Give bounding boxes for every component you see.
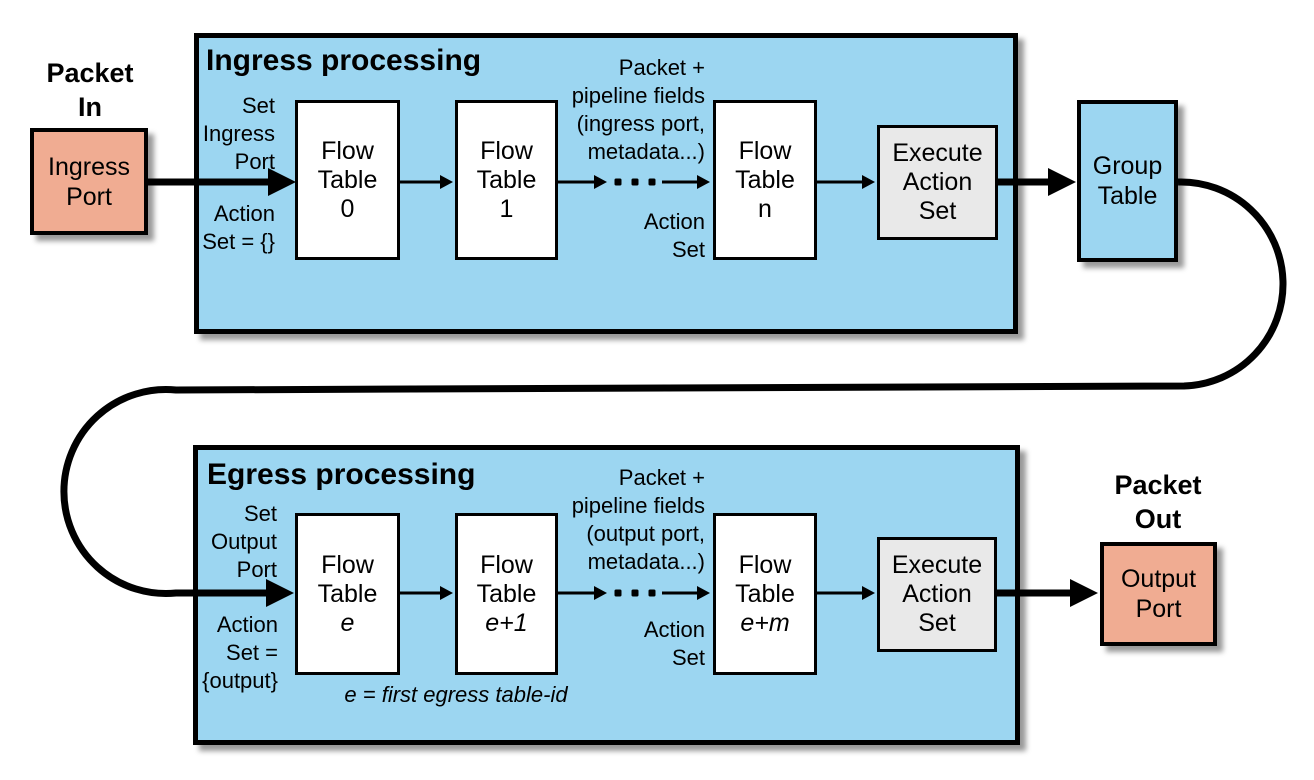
- egress-execute-action-set-label: Execute Action Set: [891, 551, 983, 637]
- ingress-title: Ingress processing: [206, 44, 482, 77]
- output-port-box-label: Output Port: [1120, 565, 1197, 623]
- flow-table-0-box: Flow Table 0: [295, 100, 400, 260]
- flow-table-e-box: Flow Table e: [295, 513, 400, 675]
- set-ingress-port-note: Set Ingress Port: [202, 93, 275, 174]
- flow-table-e-label: Flow Table e: [317, 550, 378, 637]
- output-port-box: Output Port: [1100, 542, 1217, 646]
- ingress-port-box-label: Ingress Port: [48, 152, 130, 211]
- ingress-execute-action-set-label: Execute Action Set: [892, 139, 983, 225]
- arrowhead-execute-output: [1070, 579, 1098, 607]
- egress-action-set-note: Action Set: [643, 617, 705, 670]
- egress-action-set-init-note: Action Set = {output}: [202, 612, 278, 693]
- ingress-pipeline-fields-note: Packet + pipeline fields (ingress port, …: [571, 55, 705, 164]
- flow-table-0-label: Flow Table 0: [317, 136, 378, 223]
- set-output-port-note: Set Output Port: [210, 501, 277, 582]
- ingress-action-set-note: Action Set: [643, 209, 705, 262]
- ingress-execute-action-set-box: Execute Action Set: [877, 125, 998, 240]
- flow-table-n-box: Flow Table n: [713, 100, 817, 260]
- packet-in-label: Packet In: [46, 58, 134, 122]
- egress-footnote: e = first egress table-id: [344, 682, 568, 707]
- packet-out-label: Packet Out: [1114, 470, 1202, 534]
- egress-execute-action-set-box: Execute Action Set: [877, 537, 997, 652]
- group-table-box: Group Table: [1077, 100, 1178, 262]
- egress-title: Egress processing: [207, 458, 476, 491]
- flow-table-em-box: Flow Table e+m: [713, 513, 817, 675]
- group-table-label: Group Table: [1092, 152, 1163, 210]
- arrowhead-execute-group: [1048, 168, 1076, 196]
- egress-pipeline-fields-note: Packet + pipeline fields (output port, m…: [571, 465, 705, 574]
- flow-table-em-label: Flow Table e+m: [735, 550, 795, 637]
- ingress-port-box: Ingress Port: [30, 128, 148, 235]
- flow-table-n-label: Flow Table n: [735, 136, 795, 223]
- ingress-action-set-init-note: Action Set = {}: [202, 201, 275, 254]
